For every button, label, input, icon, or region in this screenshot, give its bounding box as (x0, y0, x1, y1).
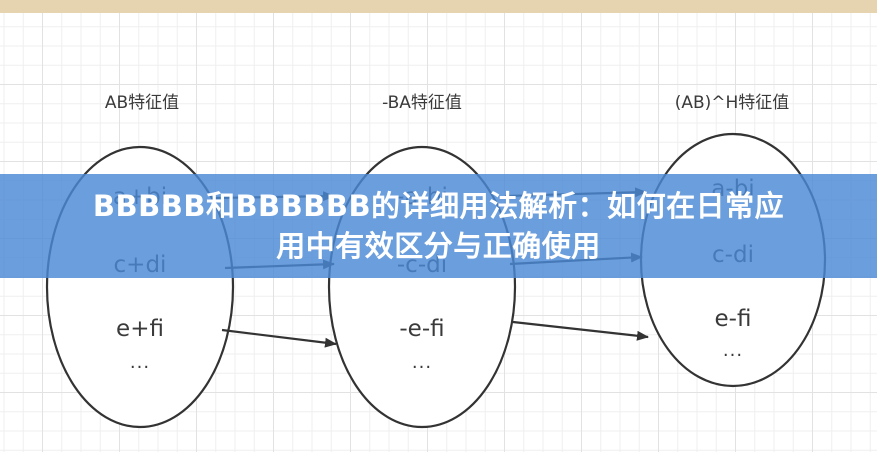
arrow-row3-ab-to-ba[interactable] (221, 328, 337, 348)
ellipse-neg-ba-item-3: -e-fi (399, 316, 445, 342)
ellipse-ab-ellipsis: ... (129, 352, 151, 373)
label-ab-h-eigenvalues: (AB)^H特征值 (674, 93, 790, 113)
banner-title-line-2: 用中有效区分与正确使用 (276, 229, 601, 263)
ellipse-ab-h-ellipsis: ... (722, 340, 744, 361)
title-banner: BBBBB和BBBBBB的详细用法解析：如何在日常应 用中有效区分与正确使用 (0, 174, 877, 278)
banner-title-line-1: BBBBB和BBBBBB的详细用法解析：如何在日常应 (92, 189, 785, 223)
ellipse-neg-ba-ellipsis: ... (411, 352, 433, 373)
ellipse-ab-item-3: e+fi (116, 316, 164, 342)
arrow-row3-ba-to-abh[interactable] (512, 320, 649, 341)
label-neg-ba-eigenvalues: -BA特征值 (382, 93, 462, 113)
top-header-bar (0, 0, 877, 13)
ellipse-ab-h-item-3: e-fi (714, 306, 752, 332)
label-ab-eigenvalues: AB特征值 (104, 93, 180, 113)
